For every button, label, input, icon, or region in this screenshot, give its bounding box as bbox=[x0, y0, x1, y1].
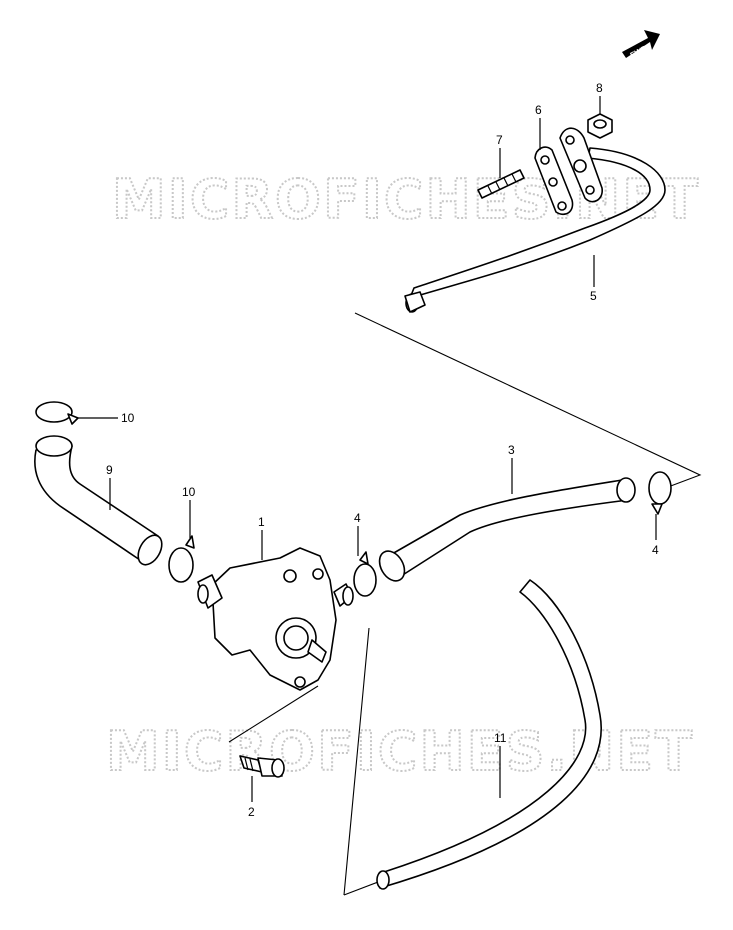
callout-6: 6 bbox=[535, 103, 542, 117]
fuel-valve-part-1 bbox=[197, 547, 354, 691]
stud-part-7 bbox=[477, 169, 525, 199]
callout-10-middle: 10 bbox=[182, 485, 196, 499]
callout-10-top: 10 bbox=[121, 411, 135, 425]
callout-3: 3 bbox=[508, 443, 515, 457]
callout-8: 8 bbox=[596, 81, 603, 95]
callout-9: 9 bbox=[106, 463, 113, 477]
callout-4-middle: 4 bbox=[354, 511, 361, 525]
callout-7: 7 bbox=[496, 133, 503, 147]
fwd-arrow-icon: FWD bbox=[622, 30, 660, 60]
hose-part-11 bbox=[376, 579, 602, 890]
fwd-label: FWD bbox=[629, 43, 650, 60]
clamp-part-4-right bbox=[648, 471, 672, 515]
gasket-part-6 bbox=[534, 146, 574, 216]
clamp-part-10-top bbox=[35, 401, 79, 425]
watermark-bottom: MICROFICHES.NET bbox=[106, 720, 694, 783]
callout-2: 2 bbox=[248, 805, 255, 819]
callout-1: 1 bbox=[258, 515, 265, 529]
bolt-part-2 bbox=[239, 755, 285, 778]
watermark-top: MICROFICHES.NET bbox=[112, 168, 700, 231]
clamp-part-4-middle bbox=[353, 551, 377, 597]
callout-4-right: 4 bbox=[652, 543, 659, 557]
clamp-part-10-middle bbox=[168, 535, 195, 583]
hose-part-9 bbox=[34, 435, 163, 566]
flange-plate bbox=[559, 127, 603, 203]
assembly-guide-lines bbox=[228, 312, 702, 896]
pipe-part-5 bbox=[404, 147, 666, 313]
callout-5: 5 bbox=[590, 289, 597, 303]
leader-lines bbox=[78, 96, 657, 802]
hose-part-3 bbox=[378, 477, 636, 582]
callout-11: 11 bbox=[494, 731, 507, 745]
nut-part-8 bbox=[587, 113, 613, 139]
